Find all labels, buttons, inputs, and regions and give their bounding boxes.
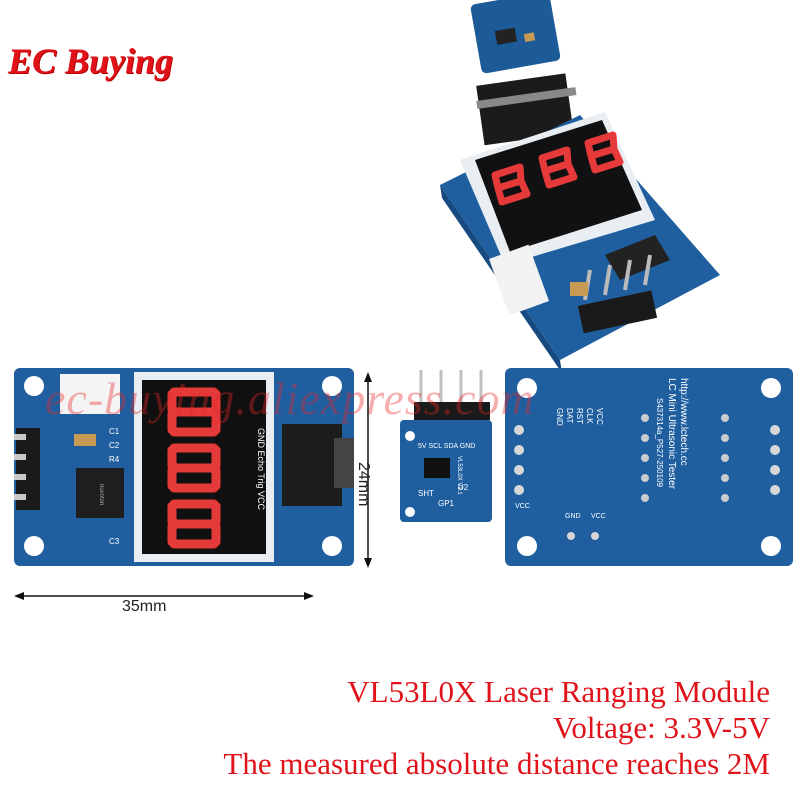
width-dimension-arrow <box>14 592 314 600</box>
height-dimension-label: 24mm <box>355 462 372 507</box>
display-digits-front <box>167 387 221 549</box>
back-board: GND DAT RST CLK VCC VCC GND VCC http://w… <box>505 368 793 566</box>
back-title: LC Mini Ultrasonic Tester <box>666 378 677 490</box>
width-dimension-label: 35mm <box>122 598 167 615</box>
chip-brand: nuvoton <box>98 484 104 505</box>
back-bottom-gnd: GND <box>565 513 581 520</box>
sensor-board-top <box>470 0 561 74</box>
back-pin-rst: RST <box>575 408 584 424</box>
back-pin-vcc: VCC <box>595 408 604 425</box>
front-pin-labels: GND Echo Trig VCC <box>256 428 266 511</box>
sensor-board: 5V SCL SDA GND VL53L0X V1.1 SHT GP1 U2 <box>400 370 492 522</box>
sensor-name: VL53L0X V1.1 <box>456 456 462 495</box>
height-dimension-arrow <box>364 372 372 568</box>
back-side-pin-vcc: VCC <box>515 503 530 510</box>
sensor-label-u2: U2 <box>458 483 469 492</box>
display-digits-top <box>491 131 624 206</box>
back-pin-labels: GND <box>555 408 564 426</box>
front-board: C1 C2 R4 C3 nuvoton GND Echo Trig VCC <box>14 368 354 566</box>
brand-logo: EC Buying <box>8 41 174 81</box>
back-pin-dat: DAT <box>565 408 574 424</box>
c2-label: C2 <box>109 441 120 450</box>
caption-distance: The measured absolute distance reaches 2… <box>223 746 770 781</box>
back-code: S437314a_P527-250109 <box>655 398 664 488</box>
caption-title: VL53L0X Laser Ranging Module <box>347 674 770 709</box>
c1-label: C1 <box>109 427 120 436</box>
sensor-label-gp1: GP1 <box>438 499 455 508</box>
back-pin-clk: CLK <box>585 408 594 424</box>
product-photo-top <box>440 0 720 370</box>
back-url: http://www.lctech.cc <box>678 378 689 466</box>
caption-voltage: Voltage: 3.3V-5V <box>553 710 770 745</box>
sensor-pin-labels: 5V SCL SDA GND <box>418 443 475 450</box>
back-bottom-vcc: VCC <box>591 513 606 520</box>
r4-label: R4 <box>109 455 120 464</box>
c3-label: C3 <box>109 537 120 546</box>
sensor-label-sht: SHT <box>418 489 434 498</box>
